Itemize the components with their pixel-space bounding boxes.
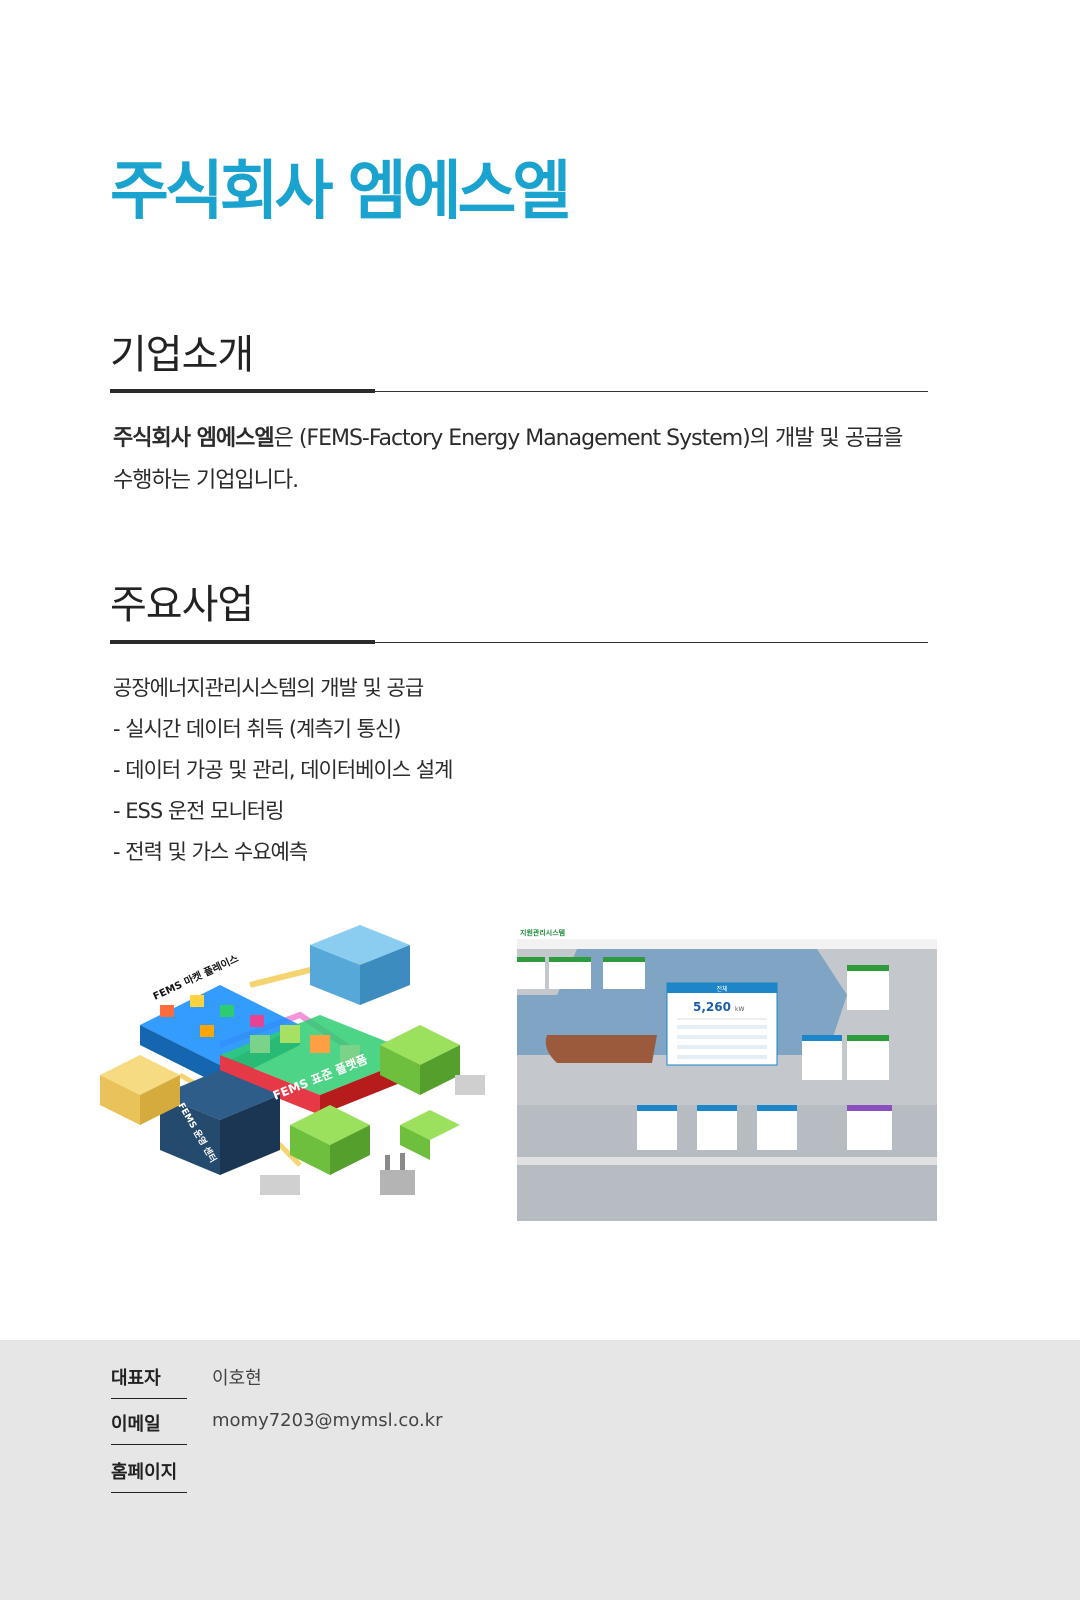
about-section-title: 기업소개 [110, 332, 254, 378]
homepage-underline [111, 1492, 187, 1493]
business-item: - 실시간 데이터 취득 (계측기 통신) [113, 717, 402, 741]
about-divider [110, 389, 928, 393]
ceo-underline [111, 1398, 187, 1399]
email-value[interactable]: momy7203@mymsl.co.kr [212, 1410, 443, 1431]
business-item: 공장에너지관리시스템의 개발 및 공급 [113, 676, 424, 700]
company-title: 주식회사 엠에스엘 [110, 155, 571, 229]
dashboard-title: 지원관리시스템 [520, 928, 565, 937]
company-name-bold: 주식회사 엠에스엘 [113, 426, 275, 451]
business-list: 공장에너지관리시스템의 개발 및 공급 - 실시간 데이터 취득 (계측기 통신… [113, 668, 453, 873]
fems-platform-illustration: FEMS 마켓 플레이스 FEMS 표준 플랫폼 FEMS 운영 센터 [100, 925, 500, 1215]
footer: 대표자 이호현 이메일 momy7203@mymsl.co.kr 홈페이지 [0, 1340, 1080, 1600]
energy-dashboard-screenshot: 지원관리시스템 전체 5,260 kW [517, 925, 937, 1221]
business-item: - ESS 운전 모니터링 [113, 799, 284, 823]
homepage-label: 홈페이지 [111, 1462, 178, 1483]
dashboard-total-unit: kW [735, 1006, 744, 1013]
footer-row-ceo: 대표자 이호현 [111, 1364, 711, 1399]
dashboard-total-value: 5,260 [693, 1000, 731, 1014]
about-text-line2: 수행하는 기업입니다. [113, 468, 299, 493]
dashboard-total-label: 전체 [716, 985, 727, 993]
about-text-line1: 은 (FEMS-Factory Energy Management System… [273, 426, 904, 451]
business-item: - 데이터 가공 및 관리, 데이터베이스 설계 [113, 758, 453, 782]
business-divider [110, 640, 928, 644]
footer-row-email: 이메일 momy7203@mymsl.co.kr [111, 1410, 711, 1445]
email-label: 이메일 [111, 1414, 161, 1435]
about-text: 주식회사 엠에스엘은 (FEMS-Factory Energy Manageme… [113, 418, 953, 502]
footer-row-homepage: 홈페이지 [111, 1458, 711, 1493]
ceo-value: 이호현 [212, 1368, 262, 1389]
ceo-label: 대표자 [111, 1368, 161, 1389]
business-section-title: 주요사업 [110, 582, 254, 628]
email-underline [111, 1444, 187, 1445]
business-item: - 전력 및 가스 수요예측 [113, 840, 308, 864]
